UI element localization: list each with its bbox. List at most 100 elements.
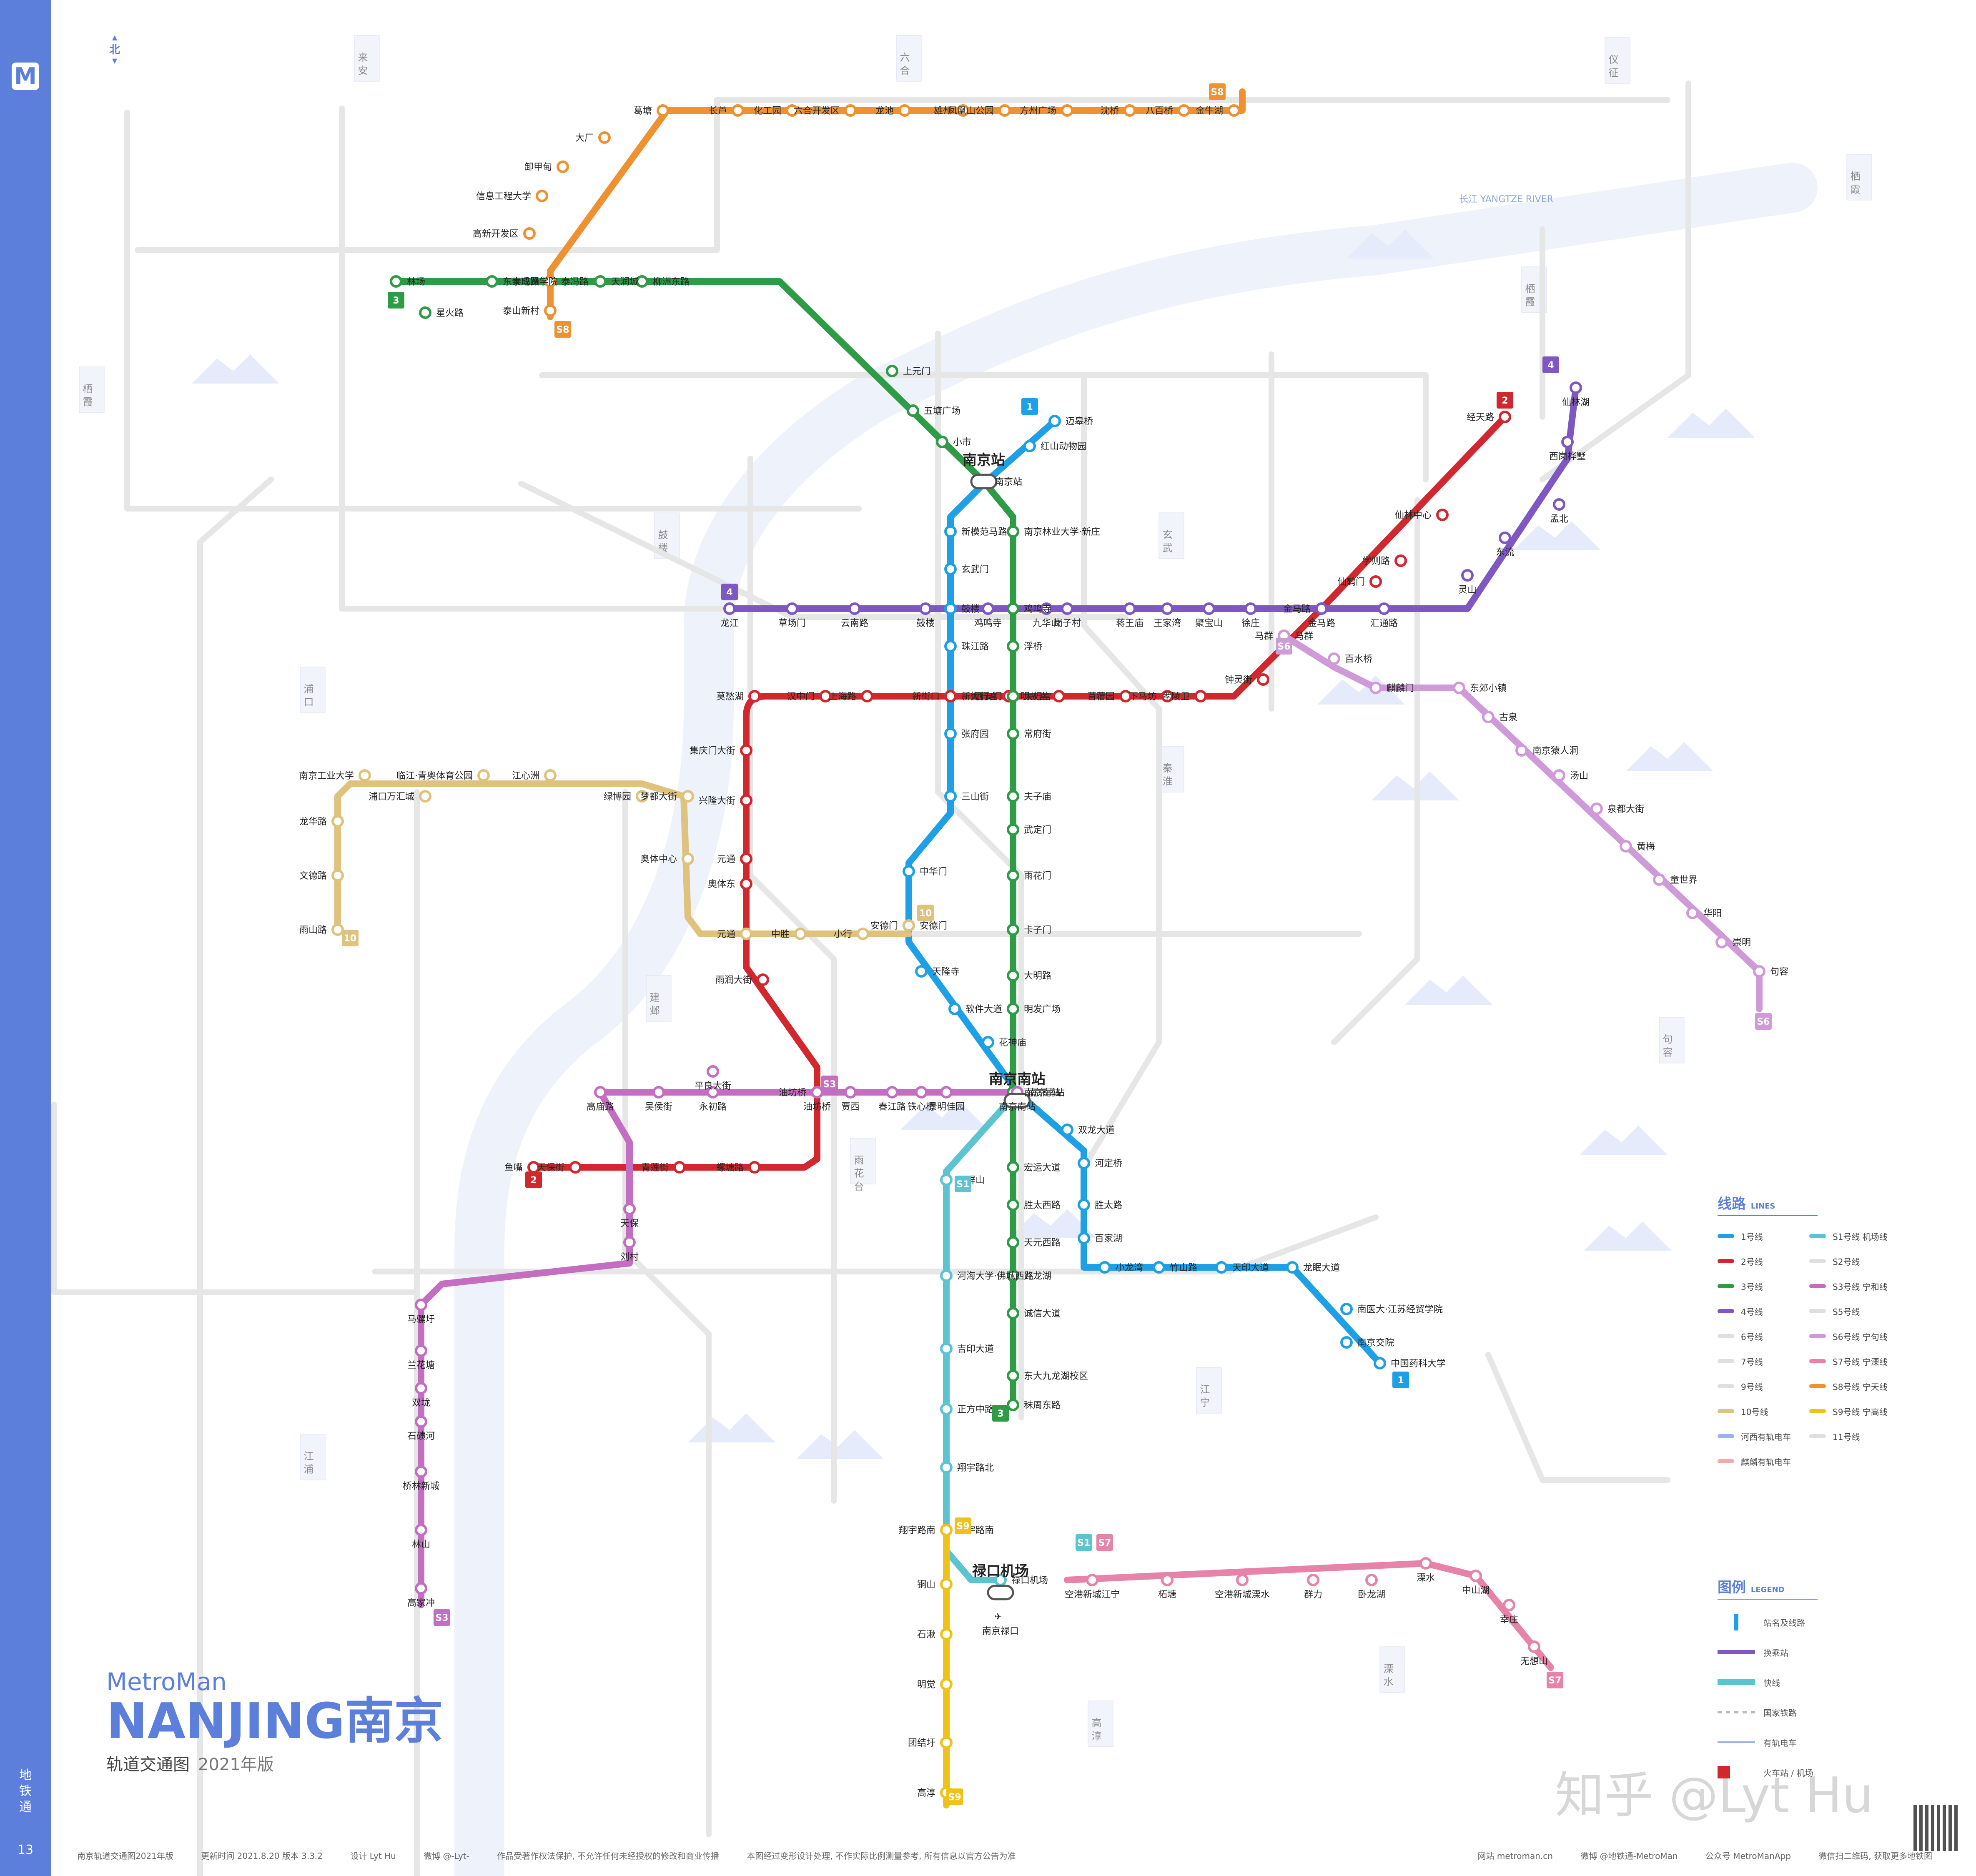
station-l2-7[interactable] bbox=[1194, 690, 1207, 702]
station-l10-5[interactable] bbox=[477, 769, 490, 782]
station-s3-7[interactable] bbox=[707, 1065, 719, 1078]
station-s8-4[interactable] bbox=[557, 161, 569, 173]
station-l3-8[interactable] bbox=[936, 436, 948, 448]
station-l1-21[interactable] bbox=[1153, 1261, 1165, 1274]
station-l1-0[interactable] bbox=[1048, 415, 1061, 427]
station-l3-5[interactable] bbox=[636, 275, 648, 288]
station-l10-10[interactable] bbox=[740, 928, 752, 940]
line-badge-s1[interactable]: S1 bbox=[955, 1176, 971, 1192]
station-l2-2[interactable] bbox=[1394, 554, 1407, 567]
station-l4-0[interactable] bbox=[723, 602, 736, 615]
station-s3-8[interactable] bbox=[652, 1086, 665, 1099]
metroman-logo-icon[interactable]: M bbox=[12, 63, 39, 90]
station-l10-9[interactable] bbox=[682, 853, 694, 865]
station-l4-7[interactable] bbox=[1123, 602, 1136, 615]
station-s3-18[interactable] bbox=[415, 1582, 427, 1595]
station-l3-12[interactable] bbox=[1007, 640, 1019, 652]
line-l10-path[interactable] bbox=[334, 780, 912, 937]
station-s8-12[interactable] bbox=[998, 104, 1011, 117]
station-s7-3[interactable] bbox=[1307, 1574, 1319, 1586]
station-l2-19[interactable] bbox=[740, 853, 752, 865]
station-l1-12[interactable] bbox=[915, 965, 928, 978]
station-l2-10[interactable] bbox=[1053, 690, 1065, 702]
footer-link-website[interactable]: 网站 metroman.cn bbox=[1477, 1851, 1553, 1861]
station-s8-7[interactable] bbox=[732, 104, 744, 117]
station-s9-1[interactable] bbox=[940, 1578, 953, 1590]
station-s3-10[interactable] bbox=[623, 1203, 636, 1215]
station-l10-4[interactable] bbox=[419, 790, 431, 803]
station-l2-17[interactable] bbox=[740, 744, 752, 757]
station-s6-4[interactable] bbox=[1482, 711, 1495, 723]
station-l10-7[interactable] bbox=[636, 790, 648, 803]
station-s6-11[interactable] bbox=[1715, 936, 1728, 948]
line-l4-path[interactable] bbox=[726, 384, 1579, 612]
station-l2-15[interactable] bbox=[819, 690, 832, 702]
station-s8-2[interactable] bbox=[523, 227, 536, 240]
station-s8-11[interactable] bbox=[957, 104, 969, 117]
station-l1-1[interactable] bbox=[1023, 440, 1036, 452]
station-s3-12[interactable] bbox=[415, 1299, 427, 1311]
footer-link-weibo[interactable]: 微博 @地铁通-MetroMan bbox=[1580, 1851, 1678, 1861]
line-l1-path[interactable] bbox=[905, 418, 1383, 1367]
station-l10-3[interactable] bbox=[359, 769, 371, 782]
station-s8-16[interactable] bbox=[1228, 104, 1240, 117]
station-s8-15[interactable] bbox=[1178, 104, 1190, 117]
station-l4-15[interactable] bbox=[1553, 498, 1565, 511]
station-l3-0[interactable] bbox=[390, 275, 402, 288]
station-l1-14[interactable] bbox=[982, 1036, 994, 1048]
station-s9-0[interactable] bbox=[940, 1524, 953, 1536]
station-s8-13[interactable] bbox=[1061, 104, 1073, 117]
line-s1-path[interactable] bbox=[943, 1089, 1021, 1583]
hub-station[interactable] bbox=[987, 1585, 1014, 1600]
line-badge-s9[interactable]: S9 bbox=[946, 1788, 963, 1805]
station-l3-2[interactable] bbox=[486, 275, 498, 288]
station-s3-1[interactable] bbox=[940, 1086, 953, 1099]
station-l1-6[interactable] bbox=[944, 640, 957, 652]
station-l4-14[interactable] bbox=[1499, 532, 1511, 544]
station-s6-3[interactable] bbox=[1453, 682, 1465, 694]
line-badge-l4[interactable]: 4 bbox=[1542, 356, 1559, 373]
station-l10-11[interactable] bbox=[794, 928, 807, 940]
station-l3-25[interactable] bbox=[1007, 1269, 1019, 1282]
station-l1-9[interactable] bbox=[944, 790, 957, 803]
station-l10-2[interactable] bbox=[331, 815, 344, 828]
station-l2-16[interactable] bbox=[748, 690, 761, 702]
station-s3-16[interactable] bbox=[415, 1465, 427, 1478]
station-s3-11[interactable] bbox=[623, 1236, 636, 1249]
station-l1-5[interactable] bbox=[944, 602, 957, 615]
line-badge-s7[interactable]: S7 bbox=[1096, 1534, 1113, 1551]
station-l3-4[interactable] bbox=[594, 275, 607, 288]
line-badge-s6[interactable]: S6 bbox=[1276, 638, 1292, 655]
station-s3-3[interactable] bbox=[886, 1086, 898, 1099]
station-l3-22[interactable] bbox=[1007, 1161, 1019, 1174]
station-s3-9[interactable] bbox=[594, 1086, 607, 1099]
line-badge-s8[interactable]: S8 bbox=[554, 321, 571, 338]
station-s6-10[interactable] bbox=[1686, 907, 1699, 919]
station-s1-5[interactable] bbox=[940, 1461, 953, 1474]
line-badge-l1[interactable]: 1 bbox=[1021, 398, 1038, 415]
line-badge-l3[interactable]: 3 bbox=[992, 1405, 1009, 1422]
line-badge-l2[interactable]: 2 bbox=[1497, 392, 1513, 409]
line-badge-l3[interactable]: 3 bbox=[388, 292, 404, 308]
station-l4-12[interactable] bbox=[1378, 602, 1390, 615]
station-s1-1[interactable] bbox=[940, 1174, 953, 1186]
station-l2-6[interactable] bbox=[1257, 673, 1269, 686]
station-s1-3[interactable] bbox=[940, 1342, 953, 1355]
station-s6-9[interactable] bbox=[1653, 873, 1665, 886]
station-l3-23[interactable] bbox=[1007, 1199, 1019, 1211]
line-badge-s3[interactable]: S3 bbox=[434, 1609, 450, 1626]
station-s3-15[interactable] bbox=[415, 1415, 427, 1428]
station-l2-14[interactable] bbox=[861, 690, 873, 702]
station-l2-23[interactable] bbox=[748, 1161, 761, 1174]
station-s3-6[interactable] bbox=[707, 1086, 719, 1099]
station-l1-19[interactable] bbox=[1078, 1232, 1090, 1244]
station-l2-9[interactable] bbox=[1119, 690, 1132, 702]
station-l3-19[interactable] bbox=[1007, 969, 1019, 982]
line-badge-s6[interactable]: S6 bbox=[1755, 1013, 1772, 1030]
station-s3-13[interactable] bbox=[415, 1344, 427, 1357]
station-l4-9[interactable] bbox=[1203, 602, 1215, 615]
station-l2-21[interactable] bbox=[757, 973, 769, 986]
station-l4-10[interactable] bbox=[1244, 602, 1257, 615]
station-l2-0[interactable] bbox=[1499, 411, 1511, 423]
